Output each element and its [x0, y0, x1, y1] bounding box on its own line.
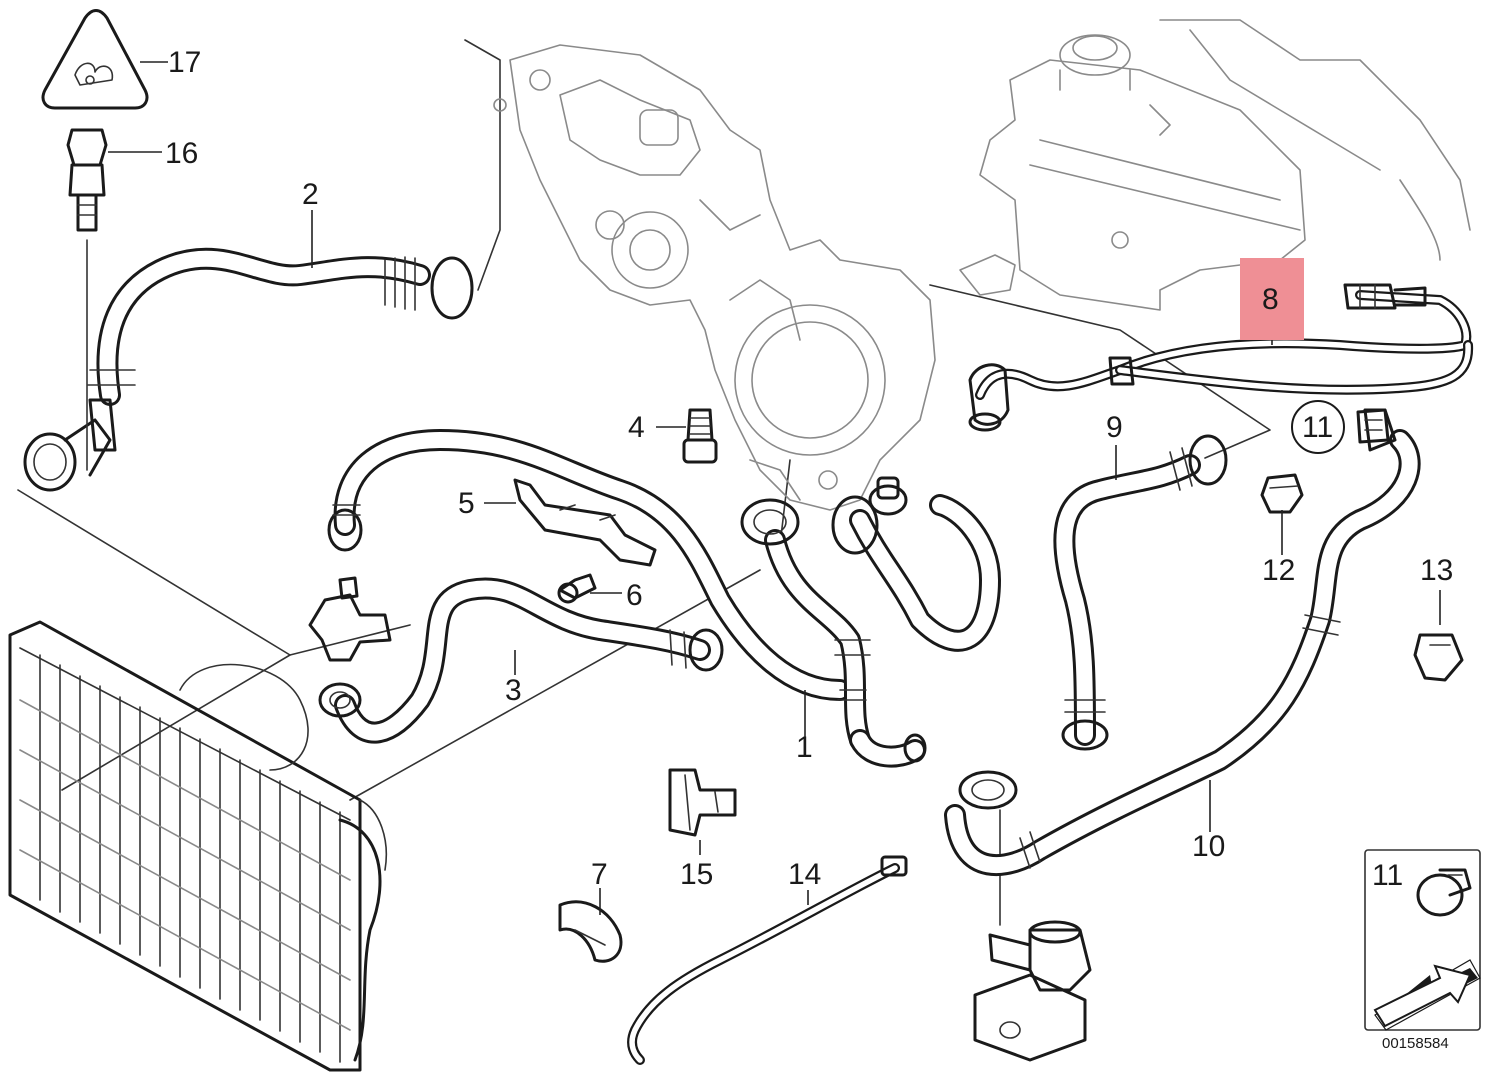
warning-triangle-icon: [41, 9, 149, 110]
expansion-tank: [959, 19, 1471, 311]
part-9-hose: [1053, 434, 1228, 751]
part-1-hose: [327, 429, 851, 701]
t-connector: [308, 576, 392, 662]
part-12-cap: [1260, 473, 1304, 514]
callout-5: 5: [458, 487, 475, 520]
callout-10: 10: [1192, 830, 1225, 863]
part-3-hose: [318, 577, 724, 744]
part-4-bleed-screw: [682, 408, 718, 464]
part-11-clamp: [1356, 408, 1390, 444]
arrow-icon: [1373, 959, 1481, 1031]
callout-2: 2: [302, 178, 319, 211]
part-15-clip: [668, 768, 737, 837]
callout-6: 6: [626, 579, 643, 612]
part-7-clip: [558, 900, 623, 963]
callout-8: 8: [1262, 283, 1279, 316]
inset-clamp-icon: [1416, 868, 1472, 917]
callout-14: 14: [788, 858, 821, 891]
inset-box: 11: [1364, 849, 1481, 1031]
assembly-lines: [17, 39, 1271, 926]
radiator-fins: [19, 654, 351, 1063]
callout-labels: 17 16 2 4 5 6 3 1 7 15 14 9 10 12 13 8 1…: [165, 46, 1453, 891]
callout-3: 3: [505, 674, 522, 707]
callout-17: 17: [168, 46, 201, 79]
callout-11: 11: [1302, 411, 1333, 444]
callout-9: 9: [1106, 411, 1123, 444]
callout-12: 12: [1262, 554, 1295, 587]
callout-13: 13: [1420, 554, 1453, 587]
aux-water-pump: [973, 920, 1092, 1062]
part-8-hose: [968, 283, 1474, 432]
callout-7: 7: [591, 858, 608, 891]
part-10-hose: [944, 408, 1421, 876]
callout-4: 4: [628, 411, 645, 444]
part-2-upper-hose: [23, 247, 474, 492]
leader-lines: [108, 61, 1441, 915]
callout-8-highlight: [1240, 258, 1304, 340]
engine-block: [493, 44, 936, 511]
reference-code: 00158584: [1382, 1035, 1449, 1052]
inset-callout-11: 11: [1372, 859, 1403, 892]
part-14-cable-tie: [627, 855, 908, 1065]
callout-11-circle: [1291, 400, 1345, 454]
central-hose-assembly: [740, 476, 1001, 768]
part-13-clip: [1413, 633, 1464, 682]
part-5-bracket: [513, 478, 657, 567]
callout-16: 16: [165, 137, 198, 170]
part-16-sensor: [66, 128, 108, 471]
part-6-bolt: [557, 573, 597, 604]
callout-15: 15: [680, 858, 713, 891]
callout-1: 1: [796, 731, 813, 764]
radiator: [8, 620, 388, 1072]
